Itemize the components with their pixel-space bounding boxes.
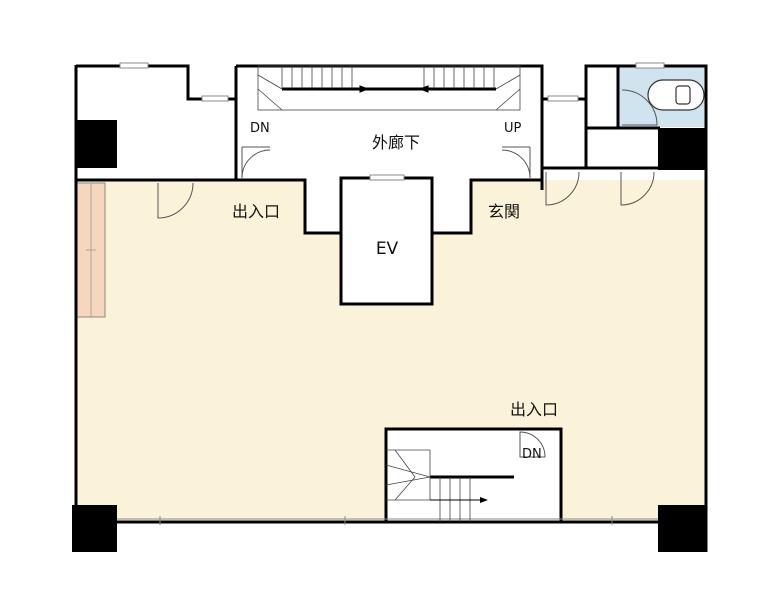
toilet [647,79,705,111]
stair-upper [257,65,521,111]
label-entrance-bottom: 出入口 [510,400,558,419]
label-up-right: UP [504,121,522,136]
windows-bottom [117,516,660,525]
label-genkan: 玄関 [488,202,520,221]
stair-lower [385,449,514,522]
stair-lower-arrow [480,497,488,503]
label-outer-corridor: 外廊下 [372,133,420,152]
stair-upper-arrows [290,85,494,93]
label-dn-left: DN [250,121,270,136]
label-entrance-left: 出入口 [232,202,280,221]
label-elevator: EV [376,239,399,259]
columns [72,120,706,552]
label-dn-bottom: DN [522,447,542,462]
windows-top [119,62,665,181]
doors [157,89,658,458]
